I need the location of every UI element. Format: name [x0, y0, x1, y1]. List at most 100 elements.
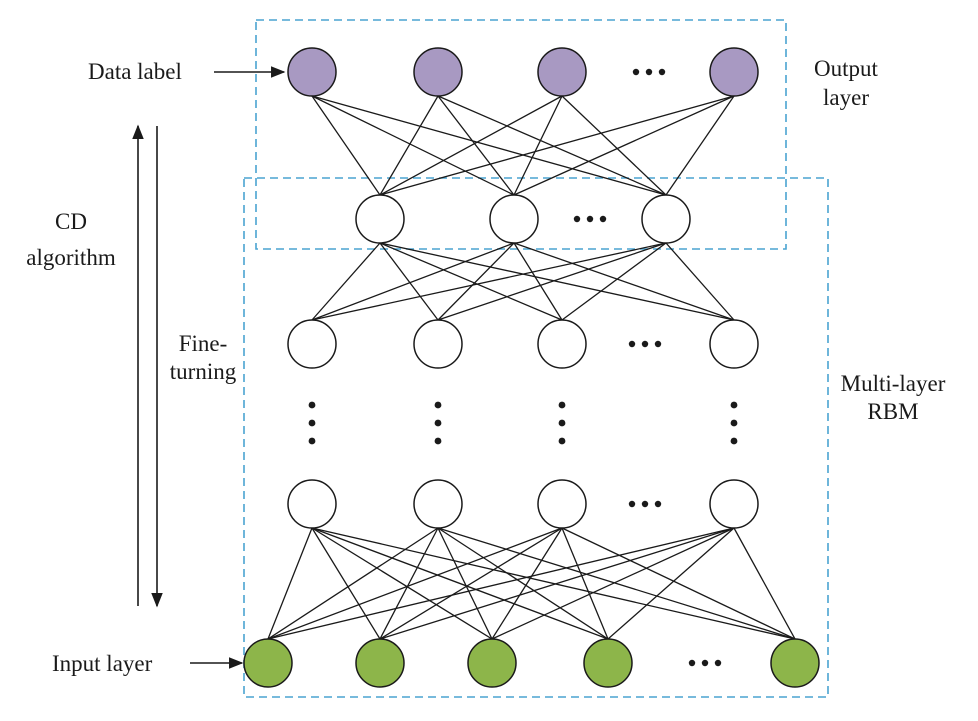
- horizontal-ellipsis-dot: [654, 340, 662, 348]
- connection-line: [437, 242, 515, 321]
- connection-line: [513, 242, 735, 321]
- vertical-ellipsis-dot: [434, 401, 442, 409]
- connection-line: [311, 95, 515, 196]
- connection-line: [311, 527, 796, 640]
- connection-line: [267, 527, 735, 640]
- connection-line: [267, 527, 313, 640]
- horizontal-ellipsis-dot: [641, 500, 649, 508]
- horizontal-ellipsis-dot: [586, 215, 594, 223]
- input-node: [355, 638, 405, 688]
- connection-line: [267, 527, 439, 640]
- connection-line: [607, 527, 735, 640]
- vertical-ellipsis-dot: [308, 437, 316, 445]
- connection-line: [437, 527, 796, 640]
- hidden3-node: [537, 479, 587, 529]
- horizontal-ellipsis-dot: [645, 68, 653, 76]
- connection-line: [311, 242, 667, 321]
- input-layer-text: Input layer: [52, 651, 153, 676]
- connection-line: [513, 95, 735, 196]
- hidden3-node: [709, 479, 759, 529]
- connection-line: [437, 95, 667, 196]
- vertical-ellipsis-dot: [558, 437, 566, 445]
- connection-line: [311, 242, 515, 321]
- connection-line: [311, 527, 381, 640]
- horizontal-ellipsis-dot: [628, 500, 636, 508]
- connection-line: [437, 527, 493, 640]
- output-layer-label-line2: layer: [823, 85, 869, 110]
- connection-line: [437, 95, 515, 196]
- connection-line: [561, 527, 796, 640]
- output-node: [537, 47, 587, 97]
- vertical-ellipsis-dot: [730, 419, 738, 427]
- connection-line: [267, 527, 563, 640]
- connection-line: [311, 242, 381, 321]
- horizontal-ellipsis-dot: [701, 659, 709, 667]
- hidden3-node: [287, 479, 337, 529]
- connection-line: [513, 242, 563, 321]
- connection-line: [733, 527, 796, 640]
- fine-tuning-label-line1: Fine-: [179, 331, 228, 356]
- horizontal-ellipsis-dot: [628, 340, 636, 348]
- horizontal-ellipsis-dot: [599, 215, 607, 223]
- connection-line: [379, 527, 563, 640]
- connection-line: [379, 242, 563, 321]
- hidden1-node: [489, 194, 539, 244]
- vertical-ellipsis-dot: [434, 419, 442, 427]
- hidden2-node: [709, 319, 759, 369]
- ellipsis-dots: [308, 68, 738, 667]
- hidden2-node: [287, 319, 337, 369]
- connection-line: [513, 95, 563, 196]
- input-node: [467, 638, 517, 688]
- horizontal-ellipsis-dot: [714, 659, 722, 667]
- vertical-ellipsis-dot: [308, 401, 316, 409]
- connection-line: [665, 242, 735, 321]
- hidden3-node: [413, 479, 463, 529]
- connection-line: [379, 95, 439, 196]
- connection-line: [491, 527, 735, 640]
- vertical-ellipsis-dot: [558, 419, 566, 427]
- input-node: [243, 638, 293, 688]
- horizontal-ellipsis-dot: [658, 68, 666, 76]
- vertical-ellipsis-dot: [558, 401, 566, 409]
- data-label-text: Data label: [88, 59, 182, 84]
- output-layer-label-line1: Output: [814, 56, 879, 81]
- cd-algorithm-label-line1: CD: [55, 209, 87, 234]
- connection-line: [311, 95, 381, 196]
- output-node: [709, 47, 759, 97]
- connection-line: [665, 95, 735, 196]
- cd-algorithm-label-line2: algorithm: [26, 245, 116, 270]
- connection-line: [437, 242, 667, 321]
- connection-line: [561, 242, 667, 321]
- connection-line: [491, 527, 563, 640]
- horizontal-ellipsis-dot: [654, 500, 662, 508]
- connection-line: [561, 527, 609, 640]
- connection-line: [311, 527, 493, 640]
- connection-line: [379, 95, 563, 196]
- connection-line: [379, 95, 735, 196]
- horizontal-ellipsis-dot: [688, 659, 696, 667]
- output-node: [413, 47, 463, 97]
- multi-layer-rbm-label-line1: Multi-layer: [841, 371, 946, 396]
- output-node: [287, 47, 337, 97]
- fine-tuning-label-line2: turning: [170, 359, 237, 384]
- connection-line: [437, 527, 609, 640]
- horizontal-ellipsis-dot: [573, 215, 581, 223]
- connection-line: [379, 527, 439, 640]
- multi-layer-rbm-label-line2: RBM: [867, 399, 918, 424]
- output-layer-frame: [255, 19, 787, 250]
- vertical-ellipsis-dot: [730, 437, 738, 445]
- vertical-ellipsis-dot: [730, 401, 738, 409]
- connection-line: [561, 95, 667, 196]
- hidden1-node: [641, 194, 691, 244]
- multi-layer-rbm-frame: [243, 177, 829, 698]
- vertical-ellipsis-dot: [308, 419, 316, 427]
- connection-lines: [267, 95, 796, 640]
- connection-line: [379, 242, 735, 321]
- connection-line: [379, 527, 735, 640]
- vertical-ellipsis-dot: [434, 437, 442, 445]
- hidden2-node: [537, 319, 587, 369]
- horizontal-ellipsis-dot: [641, 340, 649, 348]
- input-node: [583, 638, 633, 688]
- neuron-nodes: [243, 47, 820, 688]
